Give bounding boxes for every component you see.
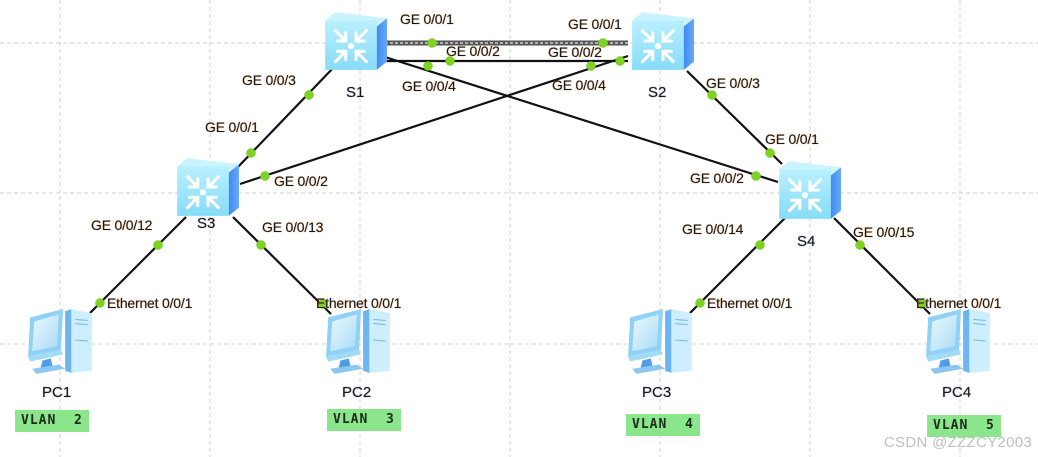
port-dot	[423, 61, 433, 71]
link-s4-pc3[interactable]	[689, 214, 789, 314]
link-s3-pc2[interactable]	[232, 216, 332, 315]
port-label: GE 0/0/12	[91, 217, 153, 233]
port-label: GE 0/0/1	[568, 16, 622, 32]
port-label: Ethernet 0/0/1	[107, 295, 193, 311]
vlan-tag: VLAN 5	[927, 415, 1001, 437]
switch-icon[interactable]	[777, 161, 841, 219]
port-dot	[153, 240, 163, 250]
vlan-tag: VLAN 3	[327, 409, 401, 431]
port-label: Ethernet 0/0/1	[707, 295, 793, 311]
port-dot	[586, 61, 596, 71]
port-label: GE 0/0/14	[682, 221, 744, 237]
port-dot	[615, 56, 625, 66]
port-label: GE 0/0/2	[690, 170, 744, 186]
port-label: GE 0/0/3	[242, 72, 296, 88]
switch-icon[interactable]	[630, 12, 694, 70]
port-dot	[765, 148, 775, 158]
pc-name: PC1	[42, 384, 72, 401]
port-label: GE 0/0/4	[402, 78, 456, 94]
port-dot	[260, 171, 270, 181]
port-label: GE 0/0/2	[548, 44, 602, 60]
switch-icon[interactable]	[323, 12, 387, 70]
port-dot	[445, 56, 455, 66]
switch-name: S2	[648, 84, 667, 101]
port-label: GE 0/0/3	[706, 75, 760, 91]
watermark: CSDN @ZZZCY2003	[883, 434, 1032, 451]
port-dot	[855, 240, 865, 250]
pc-name: PC2	[342, 384, 372, 401]
port-label: GE 0/0/2	[446, 43, 500, 59]
links	[89, 40, 931, 315]
pc-icon[interactable]	[325, 308, 391, 375]
vlan-tag: VLAN 2	[15, 410, 89, 432]
port-label: Ethernet 0/0/1	[916, 295, 1002, 311]
pc-name: PC4	[942, 384, 972, 401]
port-dot	[246, 148, 256, 158]
link-s2-s3[interactable]	[239, 54, 629, 186]
switch-icon[interactable]	[175, 158, 239, 216]
link-s3-pc1[interactable]	[89, 216, 187, 314]
port-dots	[95, 38, 927, 309]
pc-icon[interactable]	[925, 308, 991, 375]
port-dot	[95, 298, 105, 308]
link-s1-s4[interactable]	[384, 55, 779, 184]
port-label: GE 0/0/1	[205, 119, 259, 135]
port-dot	[427, 38, 437, 48]
link-s2-s4[interactable]	[686, 70, 783, 165]
switch-name: S4	[797, 233, 816, 250]
port-label: GE 0/0/13	[262, 219, 324, 235]
port-dot	[917, 299, 927, 309]
port-dot	[598, 38, 608, 48]
port-dot	[751, 171, 761, 181]
port-label: GE 0/0/15	[853, 224, 915, 240]
port-label: GE 0/0/1	[400, 11, 454, 27]
port-dot	[755, 240, 765, 250]
port-dot	[695, 298, 705, 308]
vlan-tag: VLAN 4	[626, 414, 700, 436]
link-s4-pc4[interactable]	[833, 217, 931, 315]
pc-name: PC3	[642, 384, 672, 401]
switch-name: S1	[346, 84, 365, 101]
port-dot	[256, 240, 266, 250]
port-dot	[707, 90, 717, 100]
port-dot	[304, 90, 314, 100]
port-label: GE 0/0/2	[274, 173, 328, 189]
port-dot	[318, 299, 328, 309]
port-label: GE 0/0/4	[552, 77, 606, 93]
port-label: GE 0/0/1	[765, 131, 819, 147]
port-label: Ethernet 0/0/1	[316, 295, 402, 311]
switch-name: S3	[197, 215, 216, 232]
